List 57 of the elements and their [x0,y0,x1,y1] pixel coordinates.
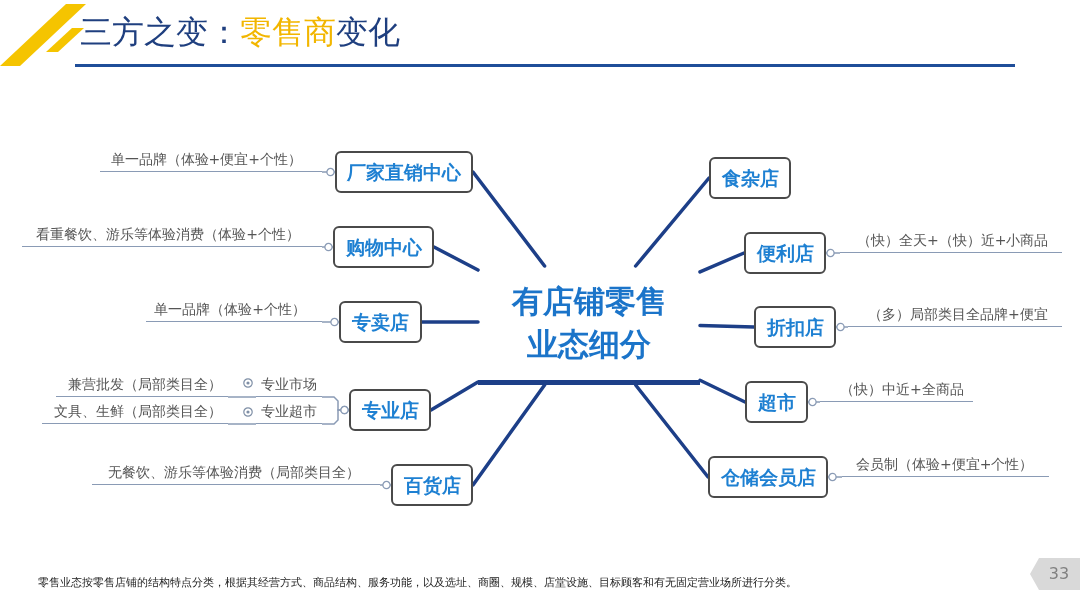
connector-line [227,423,257,425]
retail-format-label: 折扣店 [766,315,824,339]
feature-note-text: 专业超市 [261,402,317,421]
retail-format-label: 超市 [757,390,796,414]
retail-format-label: 厂家直销中心 [347,160,461,184]
branch-line [633,383,710,479]
connector-line [321,317,340,327]
retail-format-label: 专卖店 [352,310,409,334]
branch-line [429,380,480,412]
feature-note-text: 无餐饮、游乐等体验消费（局部类目全） [108,463,360,482]
branch-line [471,383,547,487]
feature-note-text: 文具、生鲜（局部类目全） [54,402,222,421]
branch-line [471,170,547,268]
retail-format-box [349,389,431,431]
feature-note-text: 会员制（体验+便宜+个性） [856,455,1034,474]
branch-line [420,320,480,324]
connector-line [807,397,821,407]
retail-format-box [391,464,473,506]
feature-note-text: 专业市场 [261,375,317,394]
feature-note-text: 单一品牌（体验+便宜+个性） [110,150,302,169]
retail-format-label: 百货店 [403,473,461,497]
feature-note-text: （多）局部类目全品牌+便宜 [868,305,1048,324]
retail-format-label: 便利店 [756,241,814,265]
branch-line [698,251,746,274]
retail-format-box [339,301,422,343]
feature-note-text: 看重餐饮、游乐等体验消费（体验+个性） [36,225,300,244]
retail-format-box [754,306,836,348]
connector-line [321,167,336,177]
retail-format-box [335,151,473,193]
footnote: 零售业态按零售店铺的结构特点分类，根据其经营方式、商品结构、服务功能，以及选址、商圈、规模、店堂设施、目标顾客和有无固定营业场所进行分类。 [38,575,797,590]
retail-format-label: 购物中心 [345,235,422,259]
retail-format-box [709,157,791,199]
retail-format-label: 食杂店 [721,166,779,190]
retail-format-label: 仓储会员店 [720,465,816,489]
retail-format-box [708,456,828,498]
retail-format-box [333,226,434,268]
connector-line [827,472,843,482]
connector-line [835,322,849,332]
connector-line [825,248,841,258]
central-topic-label: 有店铺零售业态细分 [510,282,668,364]
connector-line [227,396,257,398]
feature-note-text: （快）中近+全商品 [840,380,964,399]
retail-format-label: 专业店 [361,398,419,422]
slide-title: 三方之变：零售商变化 [80,12,400,53]
connector-line [321,405,350,425]
branch-line [633,176,711,268]
branch-line [698,378,747,404]
feature-note-text: （快）全天+（快）近+小商品 [857,231,1049,250]
connector-line [321,242,334,252]
branch-line [698,323,756,329]
feature-note-text: 单一品牌（体验+个性） [154,300,306,319]
page-number: 33 [1030,558,1080,590]
branch-line [432,245,480,272]
retail-format-box [745,381,808,423]
feature-note-text: 兼营批发（局部类目全） [68,375,222,394]
retail-format-box [744,232,826,274]
connector-line [379,480,392,490]
